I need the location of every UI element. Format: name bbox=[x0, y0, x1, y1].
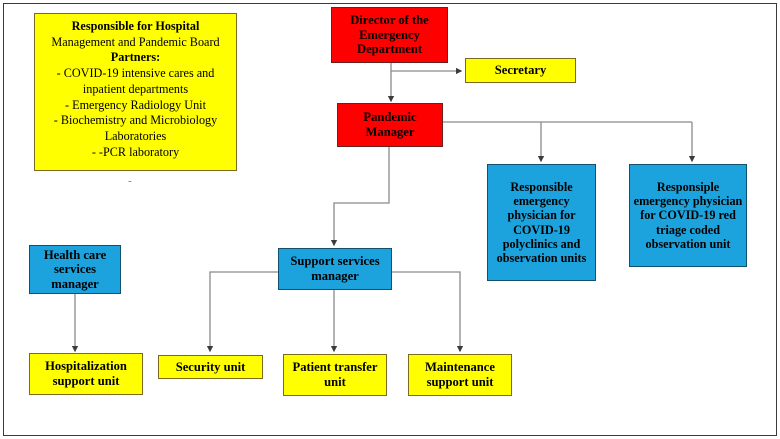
node-health-care-manager[interactable]: Health care services manager bbox=[29, 245, 121, 294]
node-director[interactable]: Director of the Emergency Department bbox=[331, 7, 448, 63]
info-line-2: Management and Pandemic Board bbox=[51, 34, 220, 49]
node-patient-transfer[interactable]: Patient transfer unit bbox=[283, 354, 387, 396]
node-maintenance-support[interactable]: Maintenance support unit bbox=[408, 354, 512, 396]
info-bullet-0: - COVID-19 intensive cares and inpatient… bbox=[56, 66, 215, 96]
responsible-partners-box: Responsible for Hospital Management and … bbox=[34, 13, 237, 171]
node-physician-red-triage-label: Responsiple emergency physician for COVI… bbox=[633, 180, 743, 251]
node-hospitalization-support[interactable]: Hospitalization support unit bbox=[29, 353, 143, 395]
node-pandemic-manager[interactable]: Pandemic Manager bbox=[337, 103, 443, 147]
node-patient-transfer-label: Patient transfer unit bbox=[292, 360, 378, 389]
info-line-1-bold: Responsible for bbox=[71, 19, 153, 33]
node-pandemic-manager-label: Pandemic Manager bbox=[363, 110, 417, 139]
stray-dash-artifact: - bbox=[128, 175, 132, 187]
node-security-unit[interactable]: Security unit bbox=[158, 355, 263, 379]
node-director-label: Director of the Emergency Department bbox=[350, 13, 429, 57]
edge-ssm-to-maintenance-support bbox=[392, 271, 464, 353]
node-physician-polyclinics[interactable]: Responsible emergency physician for COVI… bbox=[487, 164, 596, 281]
node-security-unit-label: Security unit bbox=[175, 359, 246, 374]
node-support-services-manager[interactable]: Support services manager bbox=[278, 248, 392, 290]
node-secretary-label: Secretary bbox=[494, 63, 547, 78]
edge-pm-to-support-services-manager bbox=[330, 146, 390, 247]
node-health-care-manager-label: Health care services manager bbox=[43, 247, 107, 291]
node-physician-polyclinics-label: Responsible emergency physician for COVI… bbox=[496, 180, 587, 265]
info-line-3: Partners: bbox=[110, 50, 161, 65]
node-secretary[interactable]: Secretary bbox=[465, 58, 576, 83]
node-physician-red-triage[interactable]: Responsiple emergency physician for COVI… bbox=[629, 164, 747, 267]
edge-ssm-to-security-unit bbox=[206, 271, 278, 353]
node-maintenance-support-label: Maintenance support unit bbox=[425, 360, 495, 389]
node-support-services-manager-label: Support services manager bbox=[290, 254, 380, 283]
info-bullet-2: - Biochemistry and Microbiology Laborato… bbox=[53, 113, 218, 144]
info-bullet-3: - -PCR laboratory bbox=[91, 144, 180, 159]
info-line-1-rest: Hospital bbox=[152, 19, 200, 33]
info-line-1: Responsible for Hospital bbox=[41, 19, 230, 35]
node-hospitalization-support-label: Hospitalization support unit bbox=[45, 359, 127, 388]
info-bullet-1: - Emergency Radiology Unit bbox=[65, 97, 206, 112]
